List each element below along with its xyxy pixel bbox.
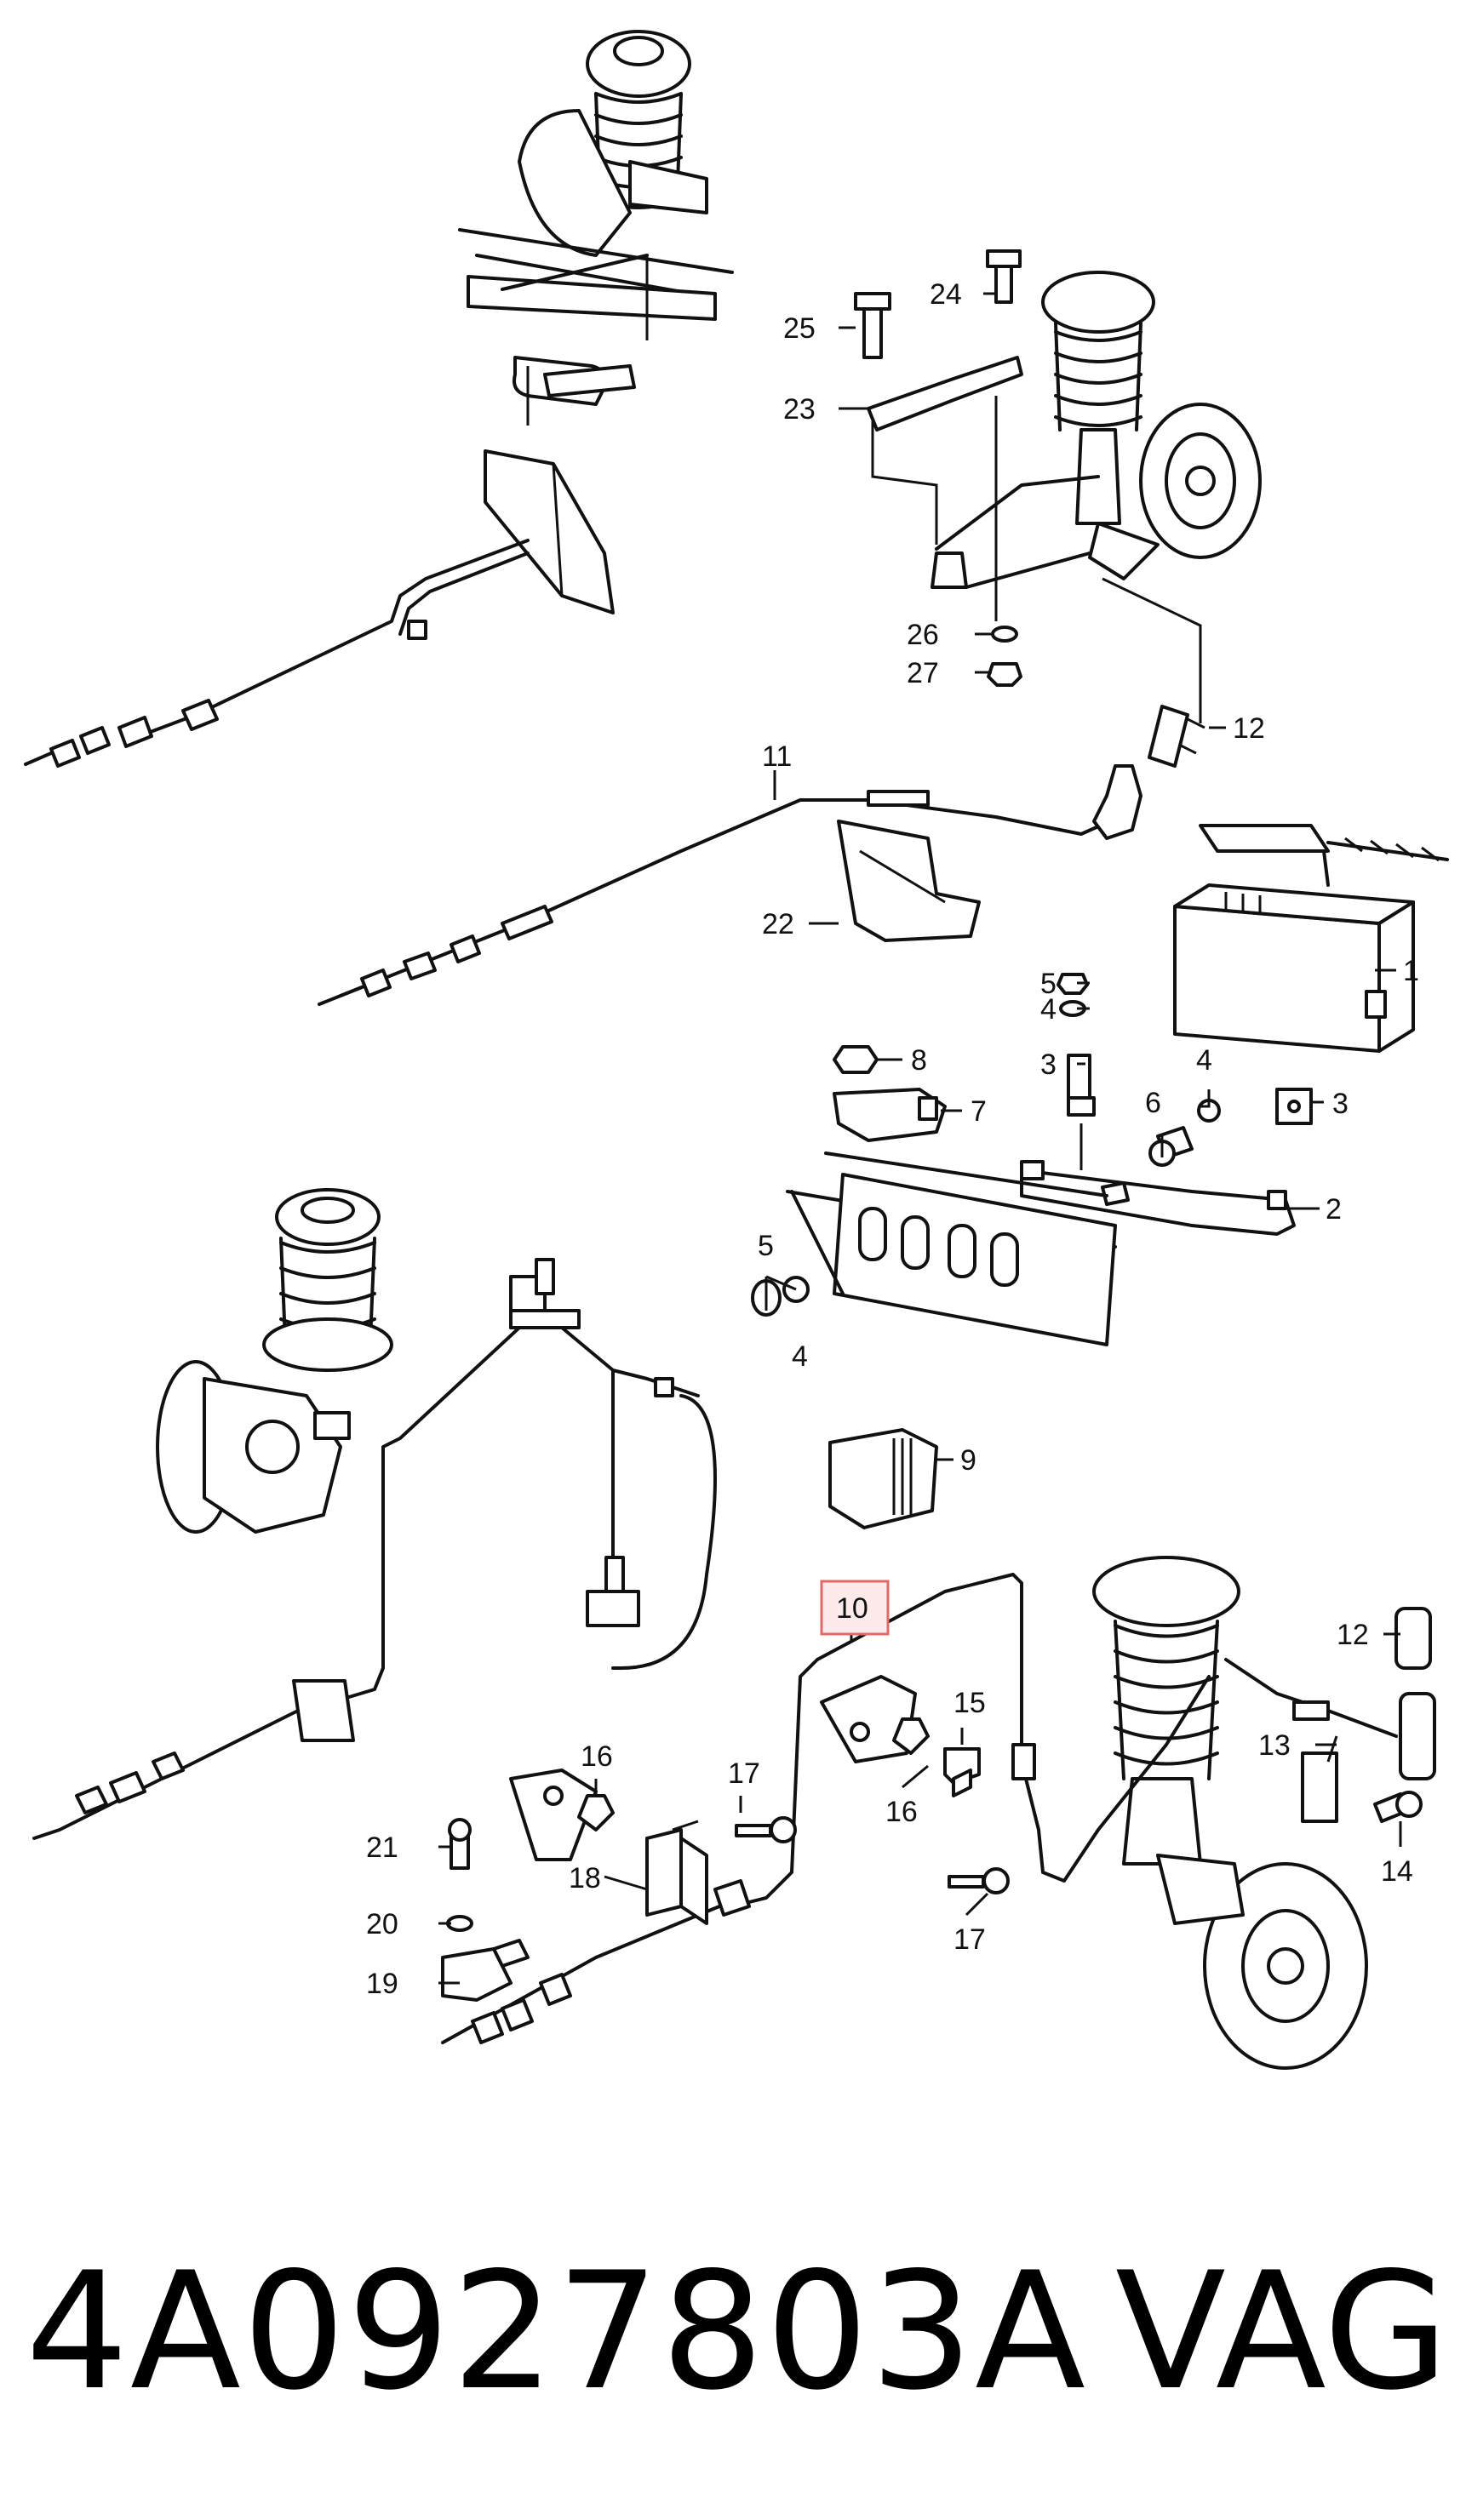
callout-23[interactable]: 23 (783, 393, 816, 426)
callout-1[interactable]: 1 (1403, 955, 1419, 987)
callout-6[interactable]: 6 (1145, 1087, 1161, 1119)
callout-4[interactable]: 4 (1040, 993, 1057, 1026)
relay-9 (828, 1428, 938, 1529)
rear-left-strut-assembly (32, 1188, 717, 1840)
callout-15[interactable]: 15 (953, 1687, 986, 1719)
callout-5[interactable]: 5 (1040, 968, 1057, 1000)
callout-17[interactable]: 17 (953, 1923, 986, 1956)
callout-12[interactable]: 12 (1233, 712, 1265, 745)
part-number-footer: 4A0927803A VAG (26, 2230, 1449, 2434)
callout-16[interactable]: 16 (885, 1796, 918, 1828)
wheel-speed-sensor-cable-10 (441, 1573, 1211, 2044)
callout-7[interactable]: 7 (971, 1095, 987, 1128)
callout-4[interactable]: 4 (1196, 1044, 1212, 1077)
part-number: 4A0927803A (26, 2237, 1088, 2426)
callout-14[interactable]: 14 (1381, 1855, 1413, 1888)
sensor-clip-parts (441, 1675, 1010, 2002)
callout-3[interactable]: 3 (1040, 1049, 1057, 1081)
front-left-strut-assembly (24, 30, 734, 768)
callout-21[interactable]: 21 (366, 1831, 398, 1864)
highlight-box-callout-10 (820, 1580, 890, 1636)
callout-2[interactable]: 2 (1326, 1193, 1342, 1226)
callout-5[interactable]: 5 (758, 1230, 774, 1262)
callout-11[interactable]: 11 (762, 740, 792, 773)
brand-name: VAG (1115, 2237, 1449, 2426)
callout-18[interactable]: 18 (569, 1862, 601, 1894)
callout-26[interactable]: 26 (907, 619, 939, 651)
battery-1 (1173, 824, 1449, 1053)
callout-16[interactable]: 16 (581, 1740, 613, 1773)
callout-19[interactable]: 19 (366, 1968, 398, 2000)
rear-right-strut-assembly (1092, 1556, 1436, 2070)
callout-4[interactable]: 4 (792, 1340, 808, 1373)
front-right-strut-assembly (854, 249, 1262, 768)
callout-12[interactable]: 12 (1337, 1619, 1369, 1651)
callout-numbers: 1 2 3 3 4 4 4 5 5 6 7 8 9 10 11 12 12 13… (366, 278, 1419, 2000)
callout-20[interactable]: 20 (366, 1908, 398, 1940)
callout-8[interactable]: 8 (911, 1044, 927, 1077)
callout-10[interactable]: 10 (836, 1592, 868, 1625)
callout-24[interactable]: 24 (930, 278, 962, 311)
parking-brake-cable-11 (318, 764, 1142, 1006)
callout-17[interactable]: 17 (728, 1757, 760, 1790)
callout-3[interactable]: 3 (1332, 1088, 1349, 1120)
callout-25[interactable]: 25 (783, 312, 816, 345)
callout-27[interactable]: 27 (907, 657, 939, 689)
callout-22[interactable]: 22 (762, 908, 794, 940)
callout-9[interactable]: 9 (960, 1444, 976, 1477)
callout-13[interactable]: 13 (1258, 1729, 1291, 1762)
callout-leaders (438, 292, 1402, 1985)
relay-carrier-area (751, 1045, 1117, 1346)
